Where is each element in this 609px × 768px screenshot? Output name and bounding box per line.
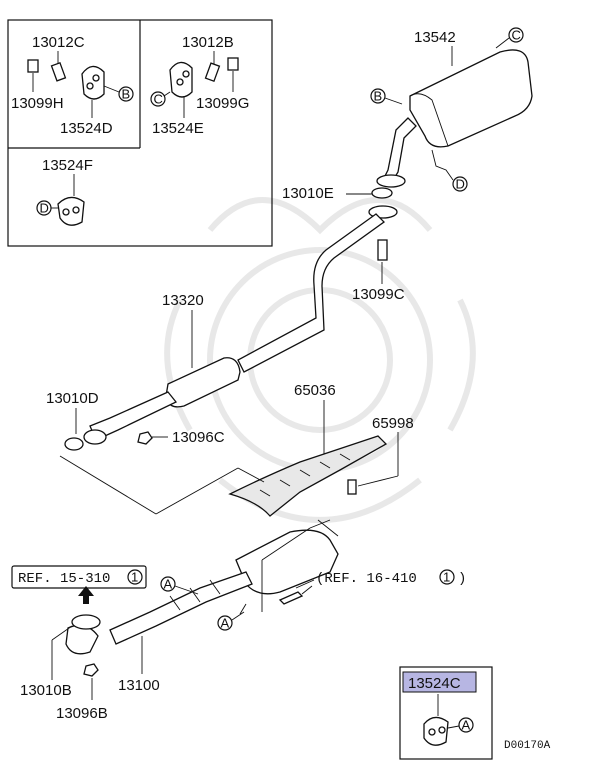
inset-13524C-frame [399,666,493,760]
gasket-13010E: 13010E [282,174,406,219]
callout-b-circle [118,86,134,102]
label-13012C[interactable]: 13012C [32,34,85,51]
callout-a-label: A [164,577,173,592]
bolt-icon [347,479,357,495]
label-13099C[interactable]: 13099C [352,286,405,303]
label-13010D[interactable]: 13010D [46,390,99,407]
callout-c-circle [508,27,524,43]
label-13096C[interactable]: 13096C [172,429,225,446]
ref-15-310-label[interactable]: REF. 15-310 [18,571,110,587]
callout-b-label: B [122,87,131,102]
front-flange [65,624,99,655]
tail-pipe-bend [383,117,417,183]
front-pipe [109,571,253,645]
inset-13524C: 13524C A [399,666,493,760]
callout-d-label: D [40,201,49,216]
heat-shield-body [228,435,388,517]
reference-16-410[interactable]: (REF. 16-410 1 ) [295,569,466,589]
label-65998[interactable]: 65998 [372,415,414,432]
callout-d-circle [36,200,52,216]
inset-panel: 13012C B 13099H 13524D 13012B C 13099G 1… [7,19,273,247]
diagram-code: D00170A [504,740,551,752]
front-pipe-assembly: A A 13100 13010B 13096B [20,519,339,722]
catalytic-converter [235,529,339,595]
bolt-13099C: 13099C [352,239,405,303]
callout-a-label: A [462,718,471,733]
nut-icon [83,663,99,677]
center-pipe: 13320 [89,213,386,441]
callout-a-label: A [221,616,230,631]
sensor-bracket [278,591,304,605]
label-13542[interactable]: 13542 [414,29,456,46]
label-13100[interactable]: 13100 [118,677,160,694]
resonator-body [165,357,241,408]
label-13012B[interactable]: 13012B [182,34,234,51]
label-13099H[interactable]: 13099H [11,95,64,112]
label-13010E[interactable]: 13010E [282,185,334,202]
label-13524C[interactable]: 13524C [408,675,461,692]
label-13099G[interactable]: 13099G [196,95,249,112]
ref-15-310-number: 1 [131,570,138,585]
callout-c-circle [150,91,166,107]
callout-d-label: D [456,177,465,192]
ref-16-410-close: ) [458,571,466,587]
label-13010B[interactable]: 13010B [20,682,72,699]
label-13524E[interactable]: 13524E [152,120,204,137]
callout-a-circle [217,615,233,631]
up-arrow-icon [78,586,94,604]
pin-icon [204,62,221,83]
nut-icon [137,431,153,445]
callout-a-circle [458,717,474,733]
bolt-icon [27,59,39,73]
pin-icon [50,61,67,82]
gasket-13010D: 13010D 13096C [46,390,225,451]
rubber-hanger-icon [81,65,105,100]
heat-shield: 65036 65998 [228,382,414,517]
ref-16-410-number: 1 [443,570,450,585]
muffler-body [409,49,533,148]
ref-box-frame [11,565,147,589]
ref-16-410-label[interactable]: (REF. 16-410 [316,571,417,587]
center-pipe-body [237,213,386,373]
label-13524D[interactable]: 13524D [60,120,113,137]
callout-b-circle [370,88,386,104]
rear-muffler: 13542 C B D [370,27,533,192]
highlight-box [402,671,477,693]
bolt-icon [227,57,239,71]
callout-c-label: C [154,92,163,107]
rubber-hanger-icon [423,716,449,746]
label-13096B[interactable]: 13096B [56,705,108,722]
callout-a-circle [160,576,176,592]
label-13320[interactable]: 13320 [162,292,204,309]
bracket-lines [59,455,265,515]
callout-c-label: C [512,28,521,43]
callout-d-circle [452,176,468,192]
callout-b-label: B [374,89,383,104]
rubber-hanger-icon [57,196,85,226]
bolt-icon [377,239,388,261]
reference-15-310[interactable]: REF. 15-310 1 [11,565,147,589]
label-65036[interactable]: 65036 [294,382,336,399]
label-13524F[interactable]: 13524F [42,157,93,174]
